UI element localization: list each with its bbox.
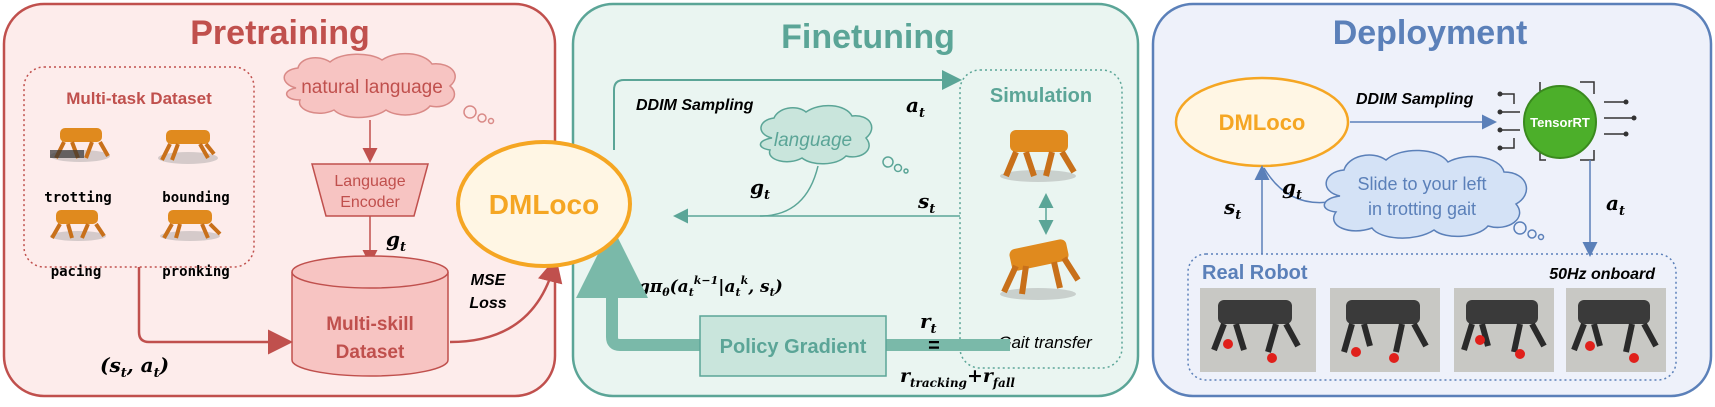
multi-task-dataset-title: Multi-task Dataset (66, 89, 212, 108)
onboard-label: 50Hz onboard (1549, 266, 1656, 283)
gait-label-trotting: trotting (44, 190, 111, 206)
policy-gradient-box (699, 315, 887, 377)
multi-skill-dataset-cylinder (291, 255, 449, 377)
gait-label-bounding: bounding (162, 190, 229, 206)
robot-pronking-image (160, 210, 222, 241)
state-action-pair-label: (st, at) (100, 353, 169, 381)
deployment-title: Deployment (1333, 14, 1528, 52)
robot-trotting-image (50, 128, 110, 162)
real-robot-photo-2 (1330, 288, 1440, 372)
deployment-instruction-line2: in trotting gait (1368, 199, 1476, 219)
real-robot-photo-4 (1566, 288, 1666, 372)
reward-equals: = (928, 335, 940, 357)
real-robot-box (1187, 253, 1677, 381)
finetuning-a-label: at (906, 93, 925, 121)
language-encoder-box (311, 163, 429, 217)
simulation-robot-image-bottom (1000, 239, 1081, 300)
deployment-instruction-cloud (1323, 149, 1545, 241)
policy-gradient-label: Policy Gradient (720, 336, 867, 358)
pretraining-title: Pretraining (190, 14, 369, 52)
tensorrt-icon (1497, 81, 1637, 161)
real-robot-title: Real Robot (1202, 262, 1308, 284)
gait-transfer-label: Gait transfer (998, 333, 1093, 352)
deployment-panel: Deployment DMLoco DDIM Sampling TensorRT… (1151, 2, 1713, 398)
finetuning-language-cloud (759, 104, 909, 174)
natural-language-cloud (283, 52, 495, 125)
language-encoder-line2: Encoder (340, 194, 400, 211)
multi-task-dataset-box (23, 66, 255, 268)
deployment-s-label: st (1223, 195, 1241, 223)
deployment-a-label: at (1606, 191, 1625, 219)
reward-formula: rtracking+rfall (900, 365, 1015, 390)
robot-pacing-image (50, 210, 106, 241)
deployment-ddim-label: DDIM Sampling (1356, 91, 1474, 108)
robot-bounding-image (158, 130, 218, 164)
reward-label: rt (920, 309, 937, 337)
gait-label-pacing: pacing (51, 264, 102, 280)
finetuning-language-text: language (774, 130, 852, 151)
mse-loss-line1: MSE (471, 272, 507, 289)
pretraining-panel: Pretraining Multi-task Dataset trotting … (2, 2, 563, 398)
finetuning-ddim-label: DDIM Sampling (636, 97, 754, 114)
dmloco-center-label: DMLoco (489, 189, 599, 220)
simulation-box (959, 69, 1123, 369)
finetuning-panel: Finetuning Simulation Gait transfer DDIM… (571, 2, 1140, 398)
real-robot-photo-1 (1200, 288, 1316, 372)
dmloco-center-node: DMLoco (456, 140, 632, 268)
finetuning-s-label: st (917, 189, 935, 217)
deployment-g-label: gt (1282, 175, 1302, 203)
multi-skill-dataset-line2: Dataset (336, 342, 405, 363)
multi-skill-dataset-line1: Multi-skill (326, 314, 414, 335)
pretraining-g-label: gt (386, 227, 406, 255)
real-robot-photo-3 (1454, 288, 1554, 372)
deployment-instruction-line1: Slide to your left (1357, 174, 1486, 194)
tensorrt-label: TensorRT (1530, 115, 1590, 130)
language-encoder-line1: Language (334, 173, 405, 190)
simulation-robot-image-top (1000, 130, 1077, 182)
finetuning-g-label: gt (750, 175, 770, 203)
natural-language-text: natural language (301, 77, 443, 98)
finetuning-title: Finetuning (781, 18, 955, 56)
gait-label-pronking: pronking (162, 264, 229, 280)
mse-loss-line2: Loss (469, 295, 506, 312)
simulation-title: Simulation (990, 85, 1092, 107)
deployment-dmloco-label: DMLoco (1219, 110, 1306, 135)
